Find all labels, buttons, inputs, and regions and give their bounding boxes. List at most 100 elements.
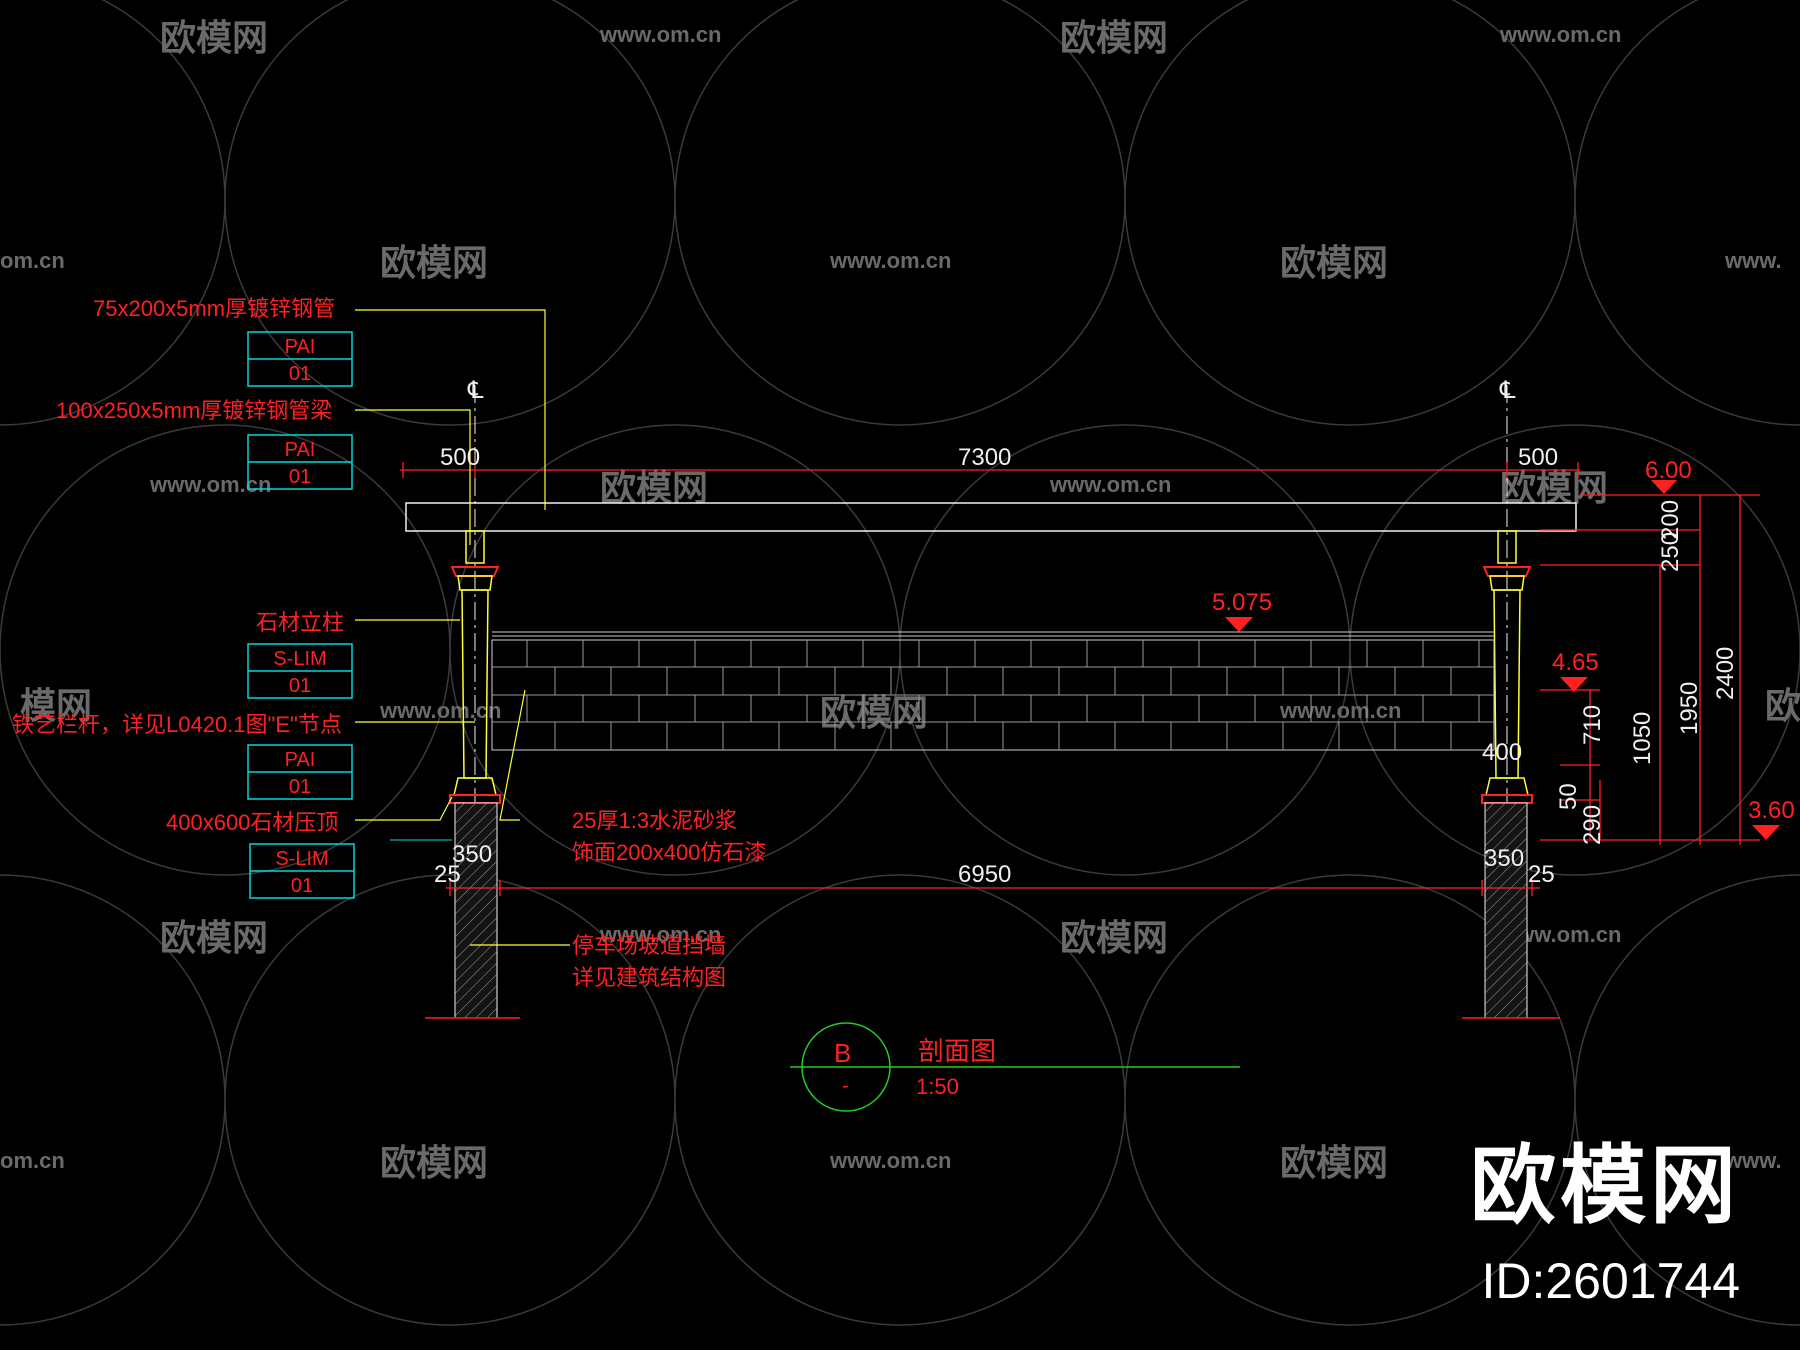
left-post-connector [465, 530, 485, 564]
centerline-symbol-left: ℄ [467, 377, 484, 404]
watermark-url: www.om.cn [1049, 472, 1171, 497]
watermark-url: www.om.cn [829, 1148, 951, 1173]
dim-v-50: 50 [1555, 783, 1582, 810]
section-title: 剖面图 [918, 1036, 996, 1066]
annotation-labels: 75x200x5mm厚镀锌钢管 100x250x5mm厚镀锌钢管梁 石材立柱 铁… [12, 296, 766, 990]
watermark-text-layer: 欧模网欧模网欧模网欧模网欧模网欧模网欧模网欧模网欧模网欧模网欧模网www.om.… [0, 17, 1800, 1183]
elevation-markers [1225, 480, 1780, 840]
dim-v-250: 250 [1657, 532, 1684, 572]
watermark-logo: 欧模网 [1500, 467, 1608, 508]
tag-code: S-LIM [275, 848, 328, 870]
watermark-url: www.om.cn [379, 698, 501, 723]
watermark-url-fragment: www. [1724, 1148, 1782, 1173]
watermark-logo: 欧模网 [600, 467, 708, 508]
dim-v-710: 710 [1579, 705, 1606, 745]
label-mortar-line1: 25厚1:3水泥砂浆 [572, 808, 737, 833]
dim-col-left-width: 350 [452, 841, 492, 868]
tag-code: PAI [285, 749, 316, 771]
elevation-marker-rail [1560, 677, 1588, 692]
watermark-url-fragment: www. [1724, 248, 1782, 273]
label-ramp-wall-line2: 详见建筑结构图 [572, 965, 726, 990]
watermark-logo: 欧模网 [1060, 917, 1168, 958]
structure [390, 385, 1577, 1019]
material-tag: PAI 01 [247, 744, 353, 800]
watermark-url-fragment: om.cn [0, 1148, 65, 1173]
elevation-rail: 4.65 [1552, 649, 1599, 676]
elevation-text: 5.075 4.65 3.60 6.00 [1212, 457, 1795, 824]
watermark-url: www.om.cn [829, 248, 951, 273]
dim-span-total: 7300 [958, 444, 1011, 471]
watermark-logo: 欧模网 [820, 692, 928, 733]
dim-overhang-left: 500 [440, 444, 480, 471]
label-stone-column: 石材立柱 [256, 610, 344, 635]
tag-number: 01 [291, 875, 313, 897]
top-steel-beam [405, 502, 1577, 532]
elevation-marker-top [1651, 480, 1677, 494]
dim-overhang-right: 500 [1518, 444, 1558, 471]
material-tag: S-LIM 01 [247, 643, 353, 699]
label-ramp-wall-line1: 停车场坡道挡墙 [572, 933, 726, 958]
dim-col-right-width: 350 [1484, 845, 1524, 872]
watermark-id: ID:2601744 [1481, 1253, 1740, 1309]
watermark-logo: 欧模网 [1280, 1142, 1388, 1183]
elevation-marker-ground [1752, 825, 1780, 840]
watermark-logo-large: 欧模网 [1470, 1136, 1740, 1236]
watermark-logo: 欧模网 [160, 17, 268, 58]
left-stone-column [449, 566, 501, 1019]
watermark-logo-fragment: 欧 [1765, 685, 1800, 726]
watermark-url: www.om.cn [1499, 22, 1621, 47]
watermark-circle [1574, 0, 1800, 426]
watermark-circle [1349, 424, 1800, 876]
label-stone-cap: 400x600石材压顶 [166, 810, 338, 835]
elevation-marker-wall-top [1225, 617, 1253, 632]
dim-col-right-offset: 25 [1528, 861, 1555, 888]
watermark-logo-fragment: 模网 [20, 685, 92, 726]
dim-v-2400: 2400 [1712, 647, 1739, 700]
watermark-logo: 欧模网 [1280, 242, 1388, 283]
watermark-circle [1574, 874, 1800, 1326]
dimension-text: 500 7300 500 6950 350 25 350 25 400 200 … [434, 377, 1739, 888]
tag-number: 01 [289, 776, 311, 798]
section-scale: 1:50 [916, 1074, 959, 1099]
dim-v-290: 290 [1579, 805, 1606, 845]
elevation-top: 6.00 [1645, 457, 1692, 484]
label-iron-railing: 铁艺栏杆，详见L0420.1图"E"节点 [12, 712, 342, 737]
leader-lines [355, 309, 570, 946]
watermark-url: www.om.cn [599, 922, 721, 947]
watermark-logo: 欧模网 [380, 1142, 488, 1183]
section-mark [790, 1022, 1240, 1112]
watermark-logo: 欧模网 [380, 242, 488, 283]
tag-code: PAI [285, 336, 316, 358]
dimension-lines [400, 462, 1760, 896]
elevation-ground: 3.60 [1748, 797, 1795, 824]
elevation-wall-top: 5.075 [1212, 589, 1272, 616]
watermark-logo: 欧模网 [160, 917, 268, 958]
centerline-symbol-right: ℄ [1499, 377, 1516, 404]
watermark-url: www.om.cn [149, 472, 271, 497]
dim-v-1950: 1950 [1676, 682, 1703, 735]
dim-v-1050: 1050 [1629, 712, 1656, 765]
right-stone-column [1481, 566, 1533, 1019]
dim-col-left-offset: 25 [434, 861, 461, 888]
section-letter: B [834, 1038, 851, 1068]
tag-number: 01 [289, 363, 311, 385]
dim-span-inner: 6950 [958, 861, 1011, 888]
tag-number: 01 [289, 466, 311, 488]
label-steel-beam: 100x250x5mm厚镀锌钢管梁 [56, 398, 332, 423]
watermark-url: www.om.cn [1279, 698, 1401, 723]
tag-number: 01 [289, 675, 311, 697]
section-sheet: - [842, 1075, 849, 1097]
material-tag: PAI 01 [247, 331, 353, 387]
tag-code: S-LIM [273, 648, 326, 670]
dim-right-400: 400 [1482, 739, 1522, 766]
tag-code: PAI [285, 439, 316, 461]
section-mark-text: B - 剖面图 1:50 [834, 1036, 996, 1099]
stone-wall [491, 631, 1495, 751]
watermark-url-fragment: om.cn [0, 248, 65, 273]
material-tag: PAI 01 [247, 434, 353, 490]
dim-v-200: 200 [1657, 500, 1684, 540]
